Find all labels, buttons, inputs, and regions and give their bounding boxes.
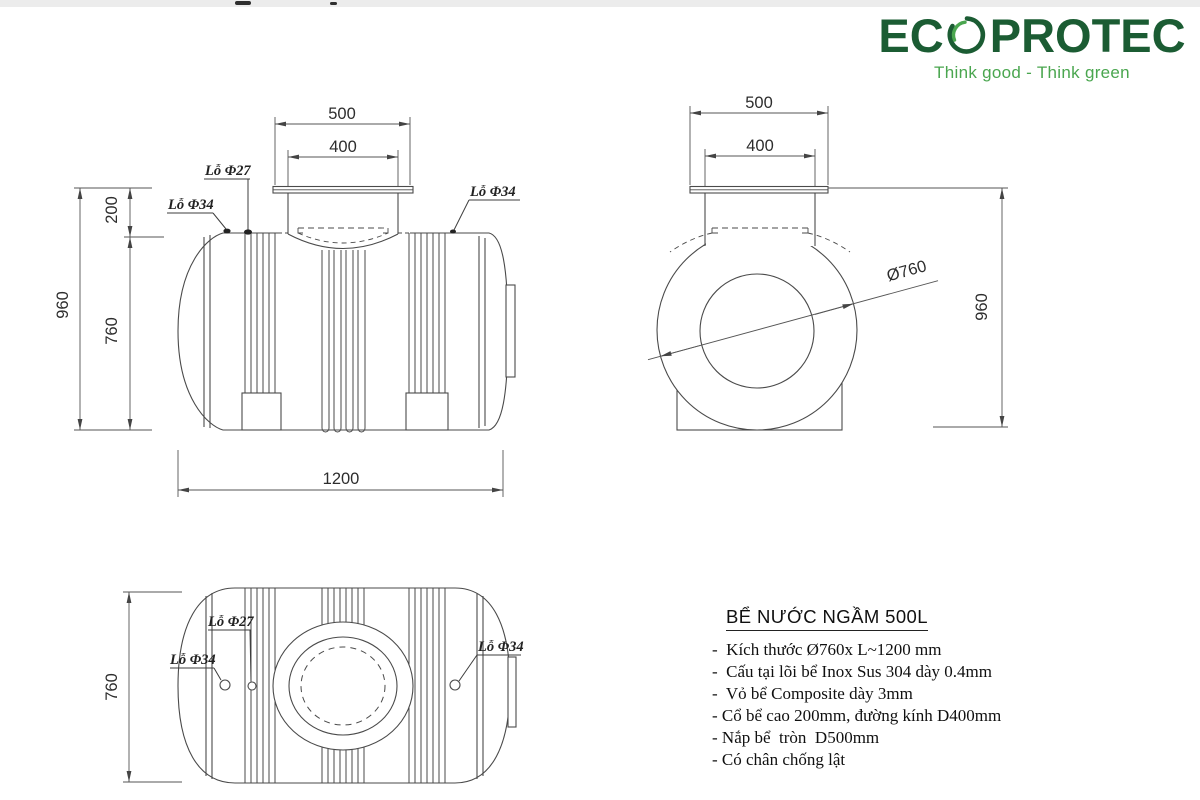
spec-title: BỂ NƯỚC NGẦM 500L	[726, 606, 928, 631]
front-view-dimensions	[647, 106, 1008, 428]
dim-front-height: 960	[973, 293, 991, 321]
top-edge-artifact	[330, 2, 337, 5]
top-view-dimensions	[123, 591, 182, 783]
label-hole34-right-side: Lỗ Φ34	[469, 184, 516, 200]
top-view-callouts	[170, 629, 521, 682]
brand-tagline: Think good - Think green	[934, 63, 1130, 82]
dim-side-length: 1200	[323, 470, 360, 488]
spec-item: - Kích thước Ø760x L~1200 mm	[712, 640, 942, 659]
spec-item: - Cổ bể cao 200mm, đường kính D400mm	[712, 706, 1002, 725]
ecoprotec-logo: EC PROTEC Think good - Think green	[870, 8, 1194, 83]
label-hole34-right-top: Lỗ Φ34	[477, 639, 524, 655]
dim-front-lid: 500	[745, 94, 773, 112]
dim-side-total-height: 960	[54, 291, 72, 319]
spec-list: - Kích thước Ø760x L~1200 mm - Cấu tại l…	[712, 639, 1032, 771]
brand-wordmark: EC PROTEC	[870, 8, 1194, 62]
dim-side-neck-height: 200	[103, 196, 121, 224]
spec-item: - Cấu tại lõi bể Inox Sus 304 dày 0.4mm	[712, 662, 993, 681]
dim-front-diameter: Ø760	[885, 257, 929, 285]
label-hole34-left-side: Lỗ Φ34	[167, 197, 214, 213]
side-view	[177, 185, 516, 433]
spec-item: - Vỏ bể Composite dày 3mm	[712, 684, 913, 703]
top-edge-strip	[0, 0, 1200, 7]
dim-side-neck: 400	[329, 138, 357, 156]
spec-item: - Nắp bể tròn D500mm	[712, 728, 880, 747]
side-view-dimensions	[74, 117, 504, 497]
dim-front-neck: 400	[746, 137, 774, 155]
label-hole27-top: Lỗ Φ27	[207, 614, 254, 630]
swirl-o-icon	[947, 16, 985, 54]
spec-block: BỂ NƯỚC NGẦM 500L - Kích thước Ø760x L~1…	[712, 606, 1032, 771]
side-view-callouts	[167, 178, 520, 235]
label-hole34-left-top: Lỗ Φ34	[169, 652, 216, 668]
label-hole27-side: Lỗ Φ27	[204, 163, 251, 179]
brand-text-right: PROTEC	[989, 8, 1186, 62]
spec-item: - Có chân chống lật	[712, 750, 846, 769]
top-view	[177, 587, 517, 784]
top-edge-artifact	[235, 1, 251, 5]
dim-side-body-height: 760	[103, 317, 121, 345]
dim-side-lid: 500	[328, 105, 356, 123]
brand-text-left: EC	[878, 8, 944, 62]
dim-top-width: 760	[103, 673, 121, 701]
front-view	[656, 185, 858, 431]
